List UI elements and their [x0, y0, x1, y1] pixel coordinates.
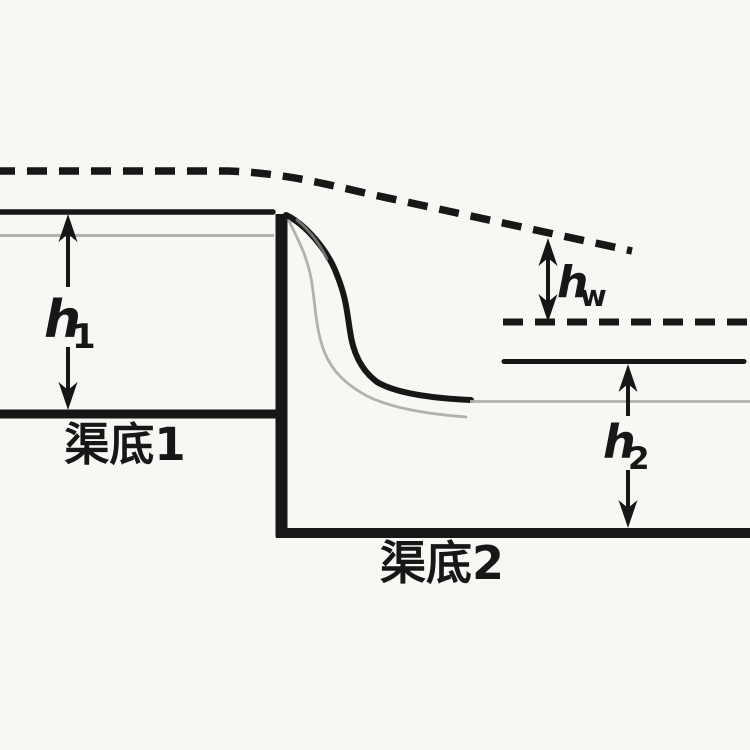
h2-label: h	[603, 415, 636, 469]
channel-bottom-1-label: 渠底1	[64, 418, 185, 471]
h2-arrowhead-down	[618, 500, 638, 528]
nappe-gray-curve	[287, 219, 468, 419]
energy-line-dashed	[0, 167, 633, 255]
h2-arrowhead-up	[618, 364, 638, 392]
h1-label-subscript: 1	[72, 317, 96, 357]
h2-dimension: h 2	[603, 364, 650, 528]
h1-arrowhead-down	[58, 382, 78, 410]
h2-label-subscript: 2	[628, 441, 650, 477]
hw-label-subscript: w	[580, 279, 607, 313]
channel-bottom-2-label: 渠底2	[380, 536, 504, 590]
hw-dimension: h w	[538, 238, 607, 322]
h1-label: h	[44, 290, 81, 350]
h1-dimension: h 1	[44, 214, 96, 410]
hw-arrowhead-up	[538, 238, 558, 266]
hw-label: h	[557, 257, 588, 308]
h1-arrowhead-up	[58, 214, 78, 242]
crest-streamline	[295, 218, 329, 261]
hw-arrowhead-down	[538, 294, 558, 322]
